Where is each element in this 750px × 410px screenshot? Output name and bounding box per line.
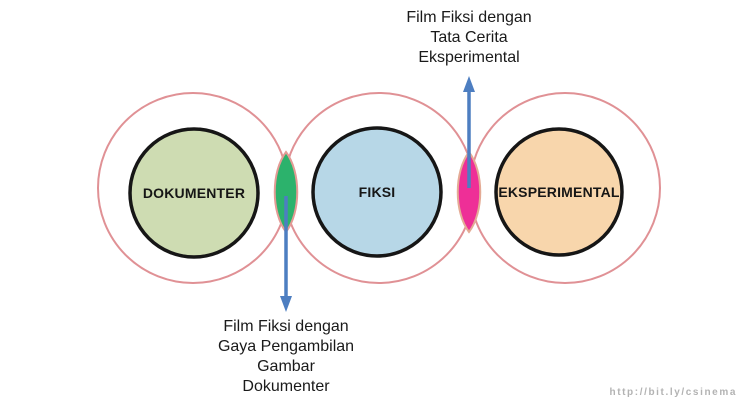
annotation-top-line: Eksperimental <box>418 49 520 66</box>
overlap-lens-fiksi-eksperimental <box>456 150 482 234</box>
watermark-url: http://bit.ly/csinema <box>609 387 737 398</box>
circle-label-dokumenter: DOKUMENTER <box>142 185 246 201</box>
annotation-top-line: Film Fiksi dengan <box>406 9 532 26</box>
annotation-bottom: Film Fiksi dengan Gaya Pengambilan Gamba… <box>166 317 406 397</box>
circle-label-fiksi: FIKSI <box>358 184 396 200</box>
circle-label-eksperimental: EKSPERIMENTAL <box>498 184 620 200</box>
inner-circle-fiksi <box>311 126 443 258</box>
annotation-top-line: Tata Cerita <box>430 29 508 46</box>
inner-circle-eksperimental <box>494 127 624 257</box>
arrow-top-head-icon <box>463 76 475 92</box>
annotation-bottom-line: Dokumenter <box>242 378 330 395</box>
annotation-bottom-line: Gaya Pengambilan <box>217 338 355 355</box>
inner-circle-dokumenter <box>128 127 260 259</box>
annotation-bottom-line: Film Fiksi dengan <box>223 318 349 335</box>
arrow-bottom-head-icon <box>280 296 292 312</box>
annotation-bottom-line: Gambar <box>257 358 315 375</box>
annotation-top: Film Fiksi dengan Tata Cerita Eksperimen… <box>349 8 589 68</box>
